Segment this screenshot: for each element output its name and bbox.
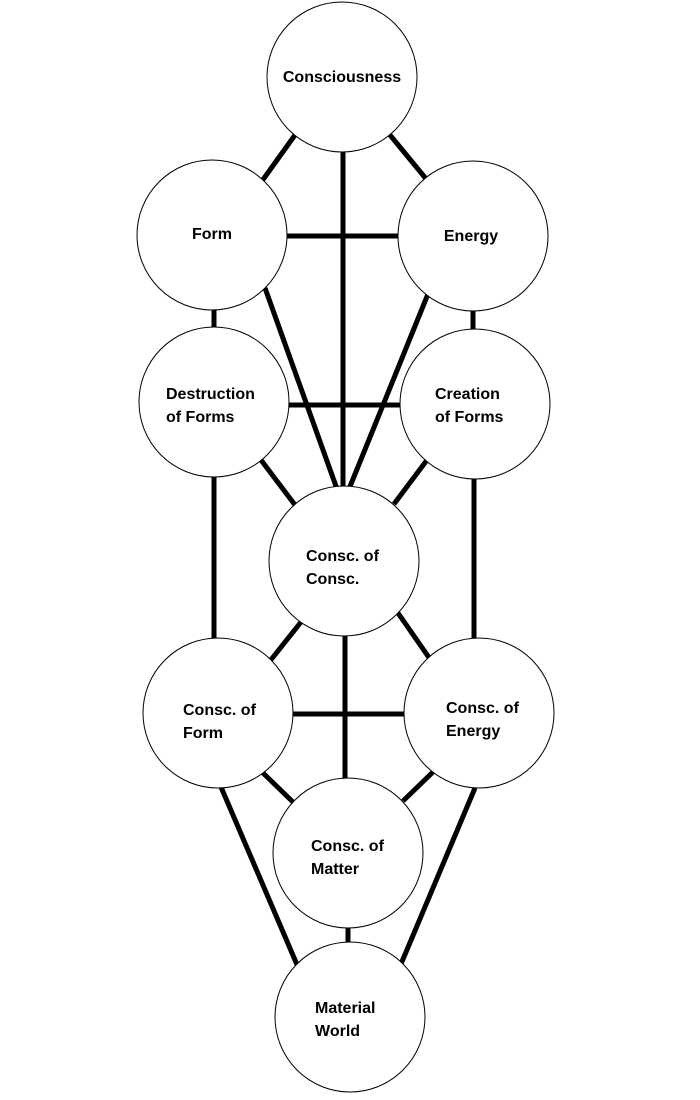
svg-text:Form: Form (192, 226, 232, 243)
label-consc-of-matter-line-2: Matter (311, 861, 359, 878)
node-material-world: Material World (274, 941, 426, 1093)
svg-text:Destruction of Forms: Destruction of Forms (166, 386, 259, 426)
label-material-world-line-1: Material (315, 1000, 375, 1017)
node-consc-of-consc: Consc. of Consc. (268, 485, 420, 637)
edge-consc-of-energy-consc-of-matter (401, 769, 436, 803)
node-creation-of-forms: Creation of Forms (399, 328, 551, 480)
label-creation-of-forms-line-2: of Forms (435, 409, 504, 426)
edge-consc-of-consc-consc-of-form (268, 620, 303, 663)
label-consc-of-form-line-2: Form (183, 725, 223, 742)
edge-consc-of-energy-material-world (398, 787, 478, 965)
edge-consc-of-form-consc-of-matter (261, 771, 296, 805)
connection-lines (211, 133, 478, 968)
svg-text:Consc. of Energy: Consc. of Energy (446, 700, 523, 740)
label-material-world-line-2: World (315, 1023, 360, 1040)
label-creation-of-forms-line-1: Creation (435, 386, 500, 403)
edge-consc-of-consc-consc-of-energy (395, 611, 433, 661)
node-consc-of-matter: Consc. of Matter (272, 777, 424, 929)
node-destruction-of-forms: Destruction of Forms (138, 326, 290, 478)
label-consc-of-matter-line-1: Consc. of (311, 838, 385, 855)
label-consc-of-consc-line-2: Consc. (306, 571, 359, 588)
label-destruction-of-forms-line-2: of Forms (166, 409, 235, 426)
svg-text:Creation of Forms: Creation of Forms (435, 386, 504, 426)
label-consciousness: Consciousness (283, 69, 401, 86)
svg-text:Energy: Energy (444, 228, 498, 245)
svg-text:Consciousness: Consciousness (283, 69, 401, 86)
edge-energy-consc-of-consc (346, 293, 431, 490)
edge-consc-of-form-material-world (218, 786, 301, 968)
label-consc-of-form-line-1: Consc. of (183, 702, 257, 719)
sephirot-nodes: Consciousness Form Energy Destruction of… (136, 1, 555, 1093)
svg-text:Consc. of Form: Consc. of Form (183, 702, 260, 742)
svg-text:Consc. of Matter: Consc. of Matter (311, 838, 388, 878)
label-consc-of-consc-line-1: Consc. of (306, 548, 380, 565)
edge-form-consc-of-consc (262, 287, 340, 490)
node-form: Form (136, 159, 288, 311)
edge-consciousness-energy (388, 133, 429, 182)
label-destruction-of-forms-line-1: Destruction (166, 386, 255, 403)
edge-destruction-consc-of-consc (259, 458, 297, 507)
node-consc-of-energy: Consc. of Energy (403, 637, 555, 789)
node-energy: Energy (397, 160, 549, 312)
label-energy: Energy (444, 228, 498, 245)
node-consc-of-form: Consc. of Form (142, 637, 294, 789)
node-consciousness: Consciousness (266, 1, 418, 153)
label-consc-of-energy-line-2: Energy (446, 723, 500, 740)
edge-creation-consc-of-consc (392, 458, 429, 506)
svg-text:Consc. of Consc.: Consc. of Consc. (306, 548, 383, 588)
label-consc-of-energy-line-1: Consc. of (446, 700, 520, 717)
label-form: Form (192, 226, 232, 243)
edge-consciousness-form (259, 133, 298, 183)
svg-text:Material World: Material World (315, 1000, 380, 1040)
